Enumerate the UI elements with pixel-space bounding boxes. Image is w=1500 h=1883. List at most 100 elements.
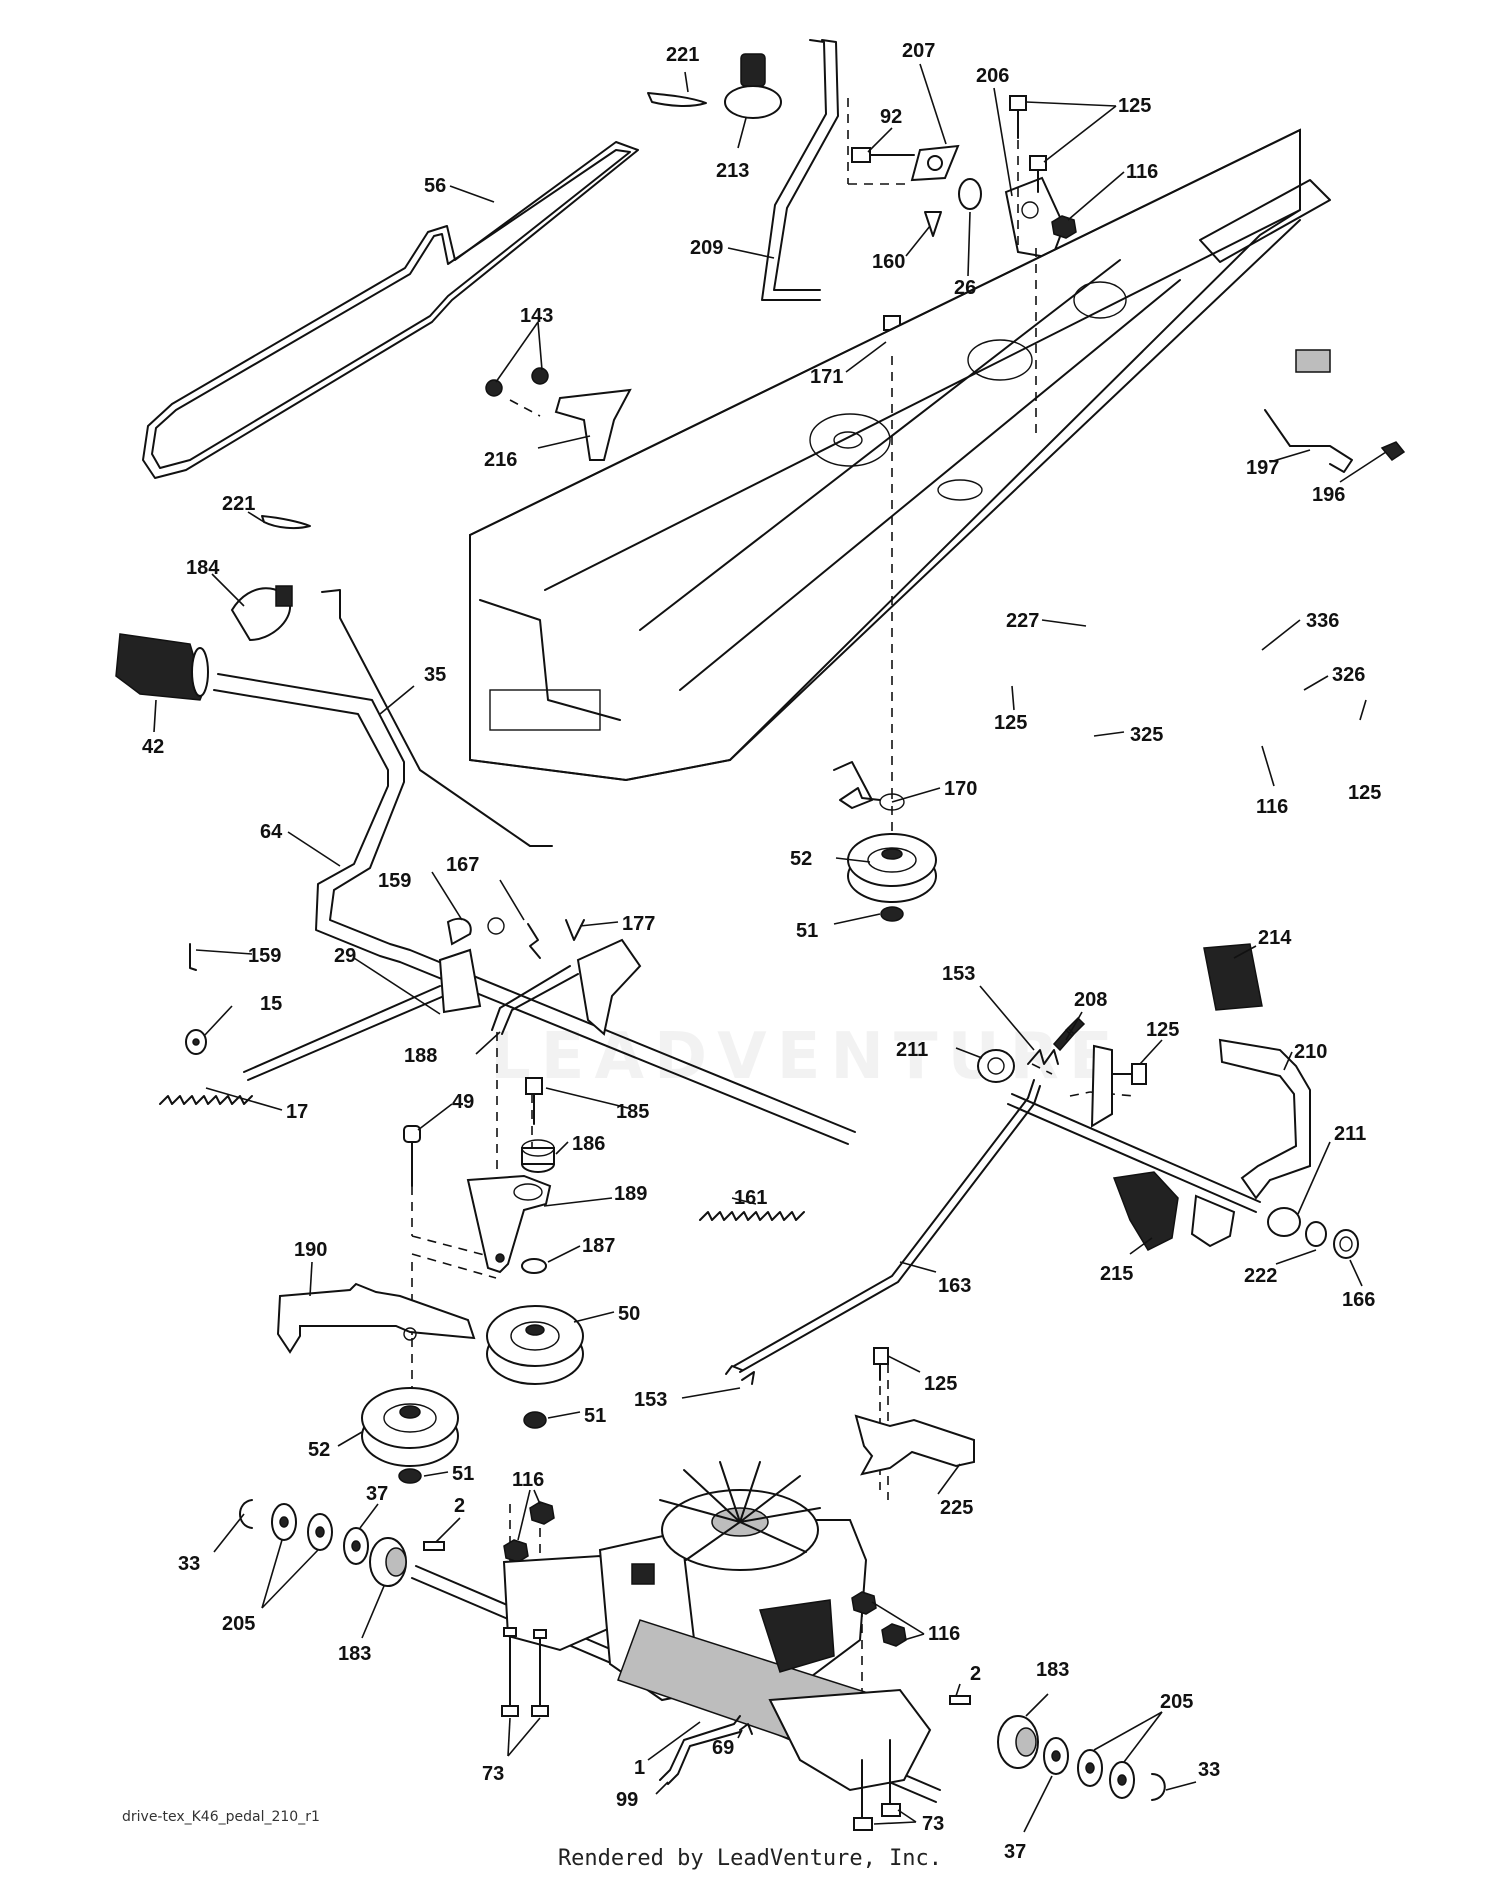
washer-205-left-2 <box>307 1513 333 1551</box>
callout-208: 208 <box>1074 989 1107 1011</box>
nut-51-upper <box>880 906 904 922</box>
idler-arm-189 <box>466 1174 552 1274</box>
pad-214 <box>1203 943 1263 1011</box>
callout-197: 197 <box>1246 457 1279 479</box>
callout-213: 213 <box>716 160 749 182</box>
frame-chassis <box>469 128 1331 782</box>
leader-lines <box>153 63 1387 1833</box>
callout-163: 163 <box>938 1275 971 1297</box>
pedal-bracket <box>1007 1044 1261 1248</box>
callout-116: 116 <box>928 1623 960 1645</box>
callout-225: 225 <box>940 1497 973 1519</box>
callout-64: 64 <box>260 821 283 843</box>
bolt-125-top <box>1009 95 1047 193</box>
callout-35: 35 <box>424 664 446 686</box>
clip-160-26 <box>924 178 982 237</box>
callout-170: 170 <box>944 778 977 800</box>
shield-190 <box>276 1282 476 1354</box>
callout-37: 37 <box>1004 1841 1026 1863</box>
nut-51-mid <box>523 1411 547 1429</box>
spring-161 <box>699 1211 805 1221</box>
callout-184: 184 <box>186 557 220 579</box>
knob-213 <box>724 53 782 119</box>
callout-51: 51 <box>584 1405 606 1427</box>
washer-187 <box>521 1258 547 1274</box>
callout-125: 125 <box>1146 1019 1179 1041</box>
callout-73: 73 <box>482 1763 504 1785</box>
nut-51-lower <box>398 1468 422 1484</box>
rod-163 <box>725 1079 1041 1375</box>
bolt-125-lower <box>873 1347 889 1381</box>
clip-159-167-177 <box>446 917 585 959</box>
callout-159: 159 <box>378 870 411 892</box>
washer-166 <box>1333 1229 1359 1259</box>
washer-205-right-2 <box>1109 1761 1135 1799</box>
transaxle <box>411 1461 941 1803</box>
diagram-code: drive-tex_K46_pedal_210_r1 <box>122 1809 320 1825</box>
callout-52: 52 <box>308 1439 330 1461</box>
spacer-186 <box>521 1139 555 1173</box>
bearing-183-left <box>369 1537 407 1587</box>
callout-326: 326 <box>1332 664 1365 686</box>
bolt-49 <box>403 1125 421 1187</box>
callout-211: 211 <box>1334 1123 1366 1145</box>
rod-35 <box>321 589 553 847</box>
bracket-cross-shaft <box>576 938 642 1036</box>
callout-177: 177 <box>622 913 655 935</box>
lift-rod <box>761 39 839 301</box>
callout-37: 37 <box>366 1483 388 1505</box>
callout-166: 166 <box>1342 1289 1375 1311</box>
callout-29: 29 <box>334 945 356 967</box>
callout-189: 189 <box>614 1183 647 1205</box>
washer-37-right <box>1043 1737 1069 1775</box>
callout-209: 209 <box>690 237 723 259</box>
spring-17 <box>159 1095 253 1105</box>
callout-125: 125 <box>1348 782 1381 804</box>
drive-belt <box>142 141 639 479</box>
callout-161: 161 <box>734 1187 767 1209</box>
callout-49: 49 <box>452 1091 474 1113</box>
callout-51: 51 <box>452 1463 474 1485</box>
washer-205-left-1 <box>271 1503 297 1541</box>
pin-159 <box>189 943 197 971</box>
nut-116-right <box>851 1591 907 1647</box>
clip-153-lower <box>741 1371 755 1385</box>
clip-33-right <box>1151 1773 1166 1801</box>
callout-186: 186 <box>572 1133 605 1155</box>
washer-15 <box>185 1029 207 1055</box>
washer-37-left <box>343 1527 369 1565</box>
callout-17: 17 <box>286 1101 308 1123</box>
callout-92: 92 <box>880 106 902 128</box>
rod-99 <box>659 1715 741 1785</box>
pulley-52-upper <box>847 833 937 903</box>
callout-205: 205 <box>222 1613 255 1635</box>
callout-1: 1 <box>634 1757 645 1779</box>
callout-42: 42 <box>142 736 164 758</box>
callout-99: 99 <box>616 1789 638 1811</box>
callouts: 221 213 207 206 125 92 116 56 209 160 26… <box>142 40 1381 1863</box>
callout-153: 153 <box>942 963 975 985</box>
callout-116: 116 <box>1256 796 1288 818</box>
key-2-right <box>949 1695 971 1705</box>
callout-73: 73 <box>922 1813 944 1835</box>
callout-160: 160 <box>872 251 905 273</box>
hair-pin-221-top <box>647 92 707 107</box>
bolts-73-right <box>853 1739 901 1831</box>
callout-125: 125 <box>994 712 1027 734</box>
bracket-207 <box>910 144 960 182</box>
callout-185: 185 <box>616 1101 649 1123</box>
key-2-left <box>423 1541 445 1551</box>
callout-116: 116 <box>512 1469 544 1491</box>
callout-2: 2 <box>970 1663 981 1685</box>
callout-188: 188 <box>404 1045 437 1067</box>
callout-183: 183 <box>338 1643 371 1665</box>
callout-187: 187 <box>582 1235 615 1257</box>
bolt-185 <box>525 1077 543 1125</box>
clip-33-left <box>239 1499 253 1529</box>
bracket-216 <box>485 367 632 461</box>
cap-184 <box>230 585 293 642</box>
arm-170 <box>833 761 905 811</box>
callout-167: 167 <box>446 854 479 876</box>
callout-56: 56 <box>424 175 446 197</box>
